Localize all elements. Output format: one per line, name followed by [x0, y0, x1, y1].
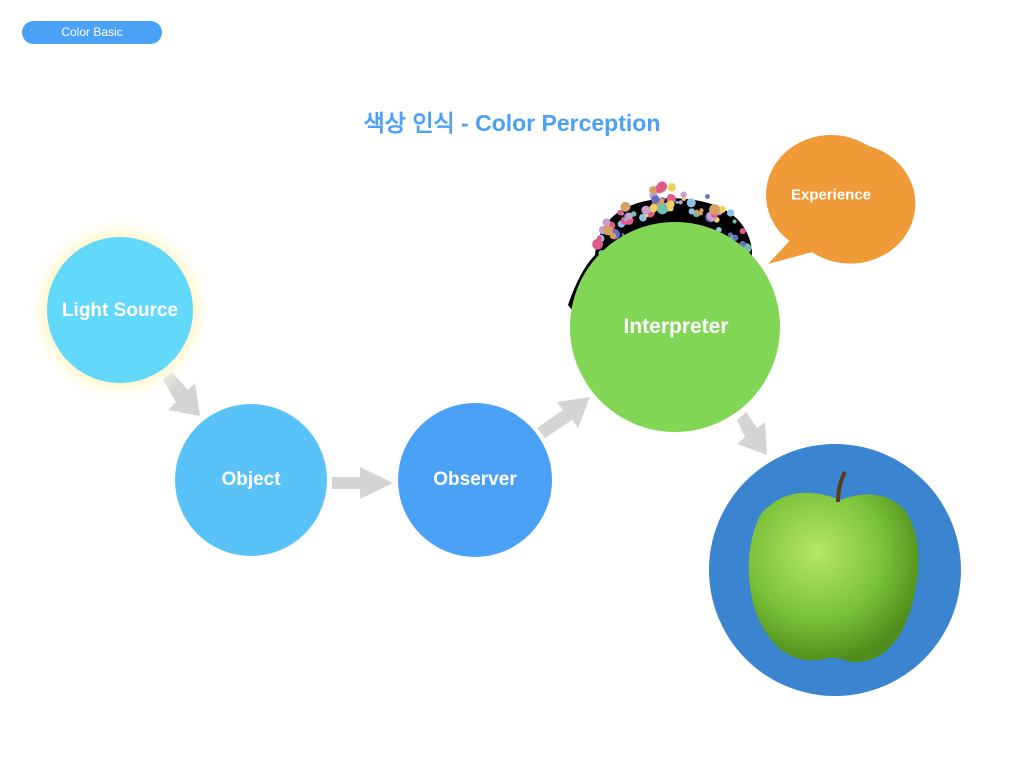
brain-dot — [592, 238, 603, 250]
brain-dot — [654, 184, 664, 194]
brain-dot — [644, 213, 649, 218]
brain-dot — [649, 204, 658, 213]
brain-dot — [680, 191, 687, 198]
observer-label: Observer — [433, 469, 517, 490]
arrow-object-to-observer — [332, 467, 393, 499]
brain-dot — [602, 218, 611, 227]
interpreter-label: Interpreter — [623, 315, 729, 338]
brain-dot — [681, 196, 687, 202]
brain-dot — [739, 228, 746, 235]
brain-dot — [649, 186, 657, 194]
brain-dot — [596, 235, 602, 241]
brain-dot — [678, 200, 683, 205]
color-basic-badge[interactable]: Color Basic — [22, 21, 162, 44]
brain-dot — [651, 195, 660, 204]
brain-dot — [641, 205, 651, 215]
brain-dot — [732, 219, 737, 224]
brain-dot — [698, 210, 703, 216]
brain-dot — [686, 198, 696, 208]
brain-dot — [688, 208, 695, 215]
brain-dot — [694, 209, 699, 215]
brain-dot — [726, 209, 735, 217]
light-source-node — [47, 237, 193, 383]
brain-dot — [630, 211, 637, 217]
interpreter-node — [570, 222, 780, 432]
arrow-interpreter-to-apple — [737, 412, 767, 455]
object-label: Object — [221, 469, 281, 490]
brain-dot — [621, 233, 625, 237]
brain-dot — [656, 203, 668, 215]
light-source-label: Light Source — [61, 300, 179, 321]
brain-dot — [620, 201, 631, 212]
brain-dot — [617, 209, 623, 216]
brain-dot — [667, 183, 676, 192]
brain-dot — [609, 232, 617, 240]
brain-dot — [718, 205, 726, 213]
object-node — [175, 404, 327, 556]
brain-dot — [732, 234, 739, 241]
brain-dot — [709, 204, 720, 215]
experience-label: Experience — [790, 186, 872, 204]
brain-dot — [624, 218, 628, 222]
apple-image — [748, 471, 919, 663]
page-title: 색상 인식 - Color Perception — [363, 110, 661, 136]
observer-node — [398, 403, 552, 557]
brain-dot — [603, 225, 613, 236]
brain-dot — [705, 194, 710, 199]
brain-dot — [675, 200, 679, 204]
arrow-observer-to-interpreter — [537, 397, 590, 438]
brain-dot — [666, 200, 675, 209]
